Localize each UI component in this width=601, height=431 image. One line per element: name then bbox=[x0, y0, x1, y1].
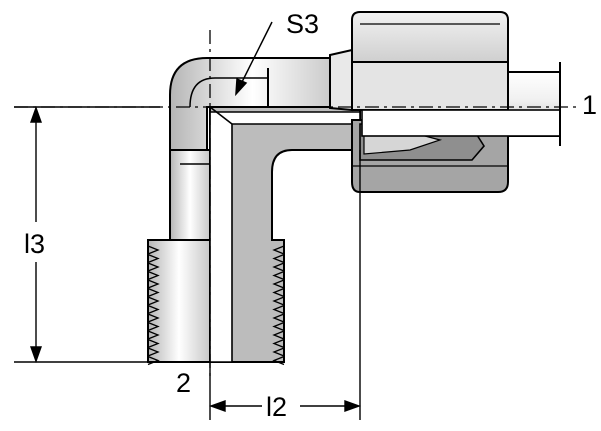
leader-s3 bbox=[235, 21, 273, 97]
l2-label-bg bbox=[262, 390, 300, 420]
l3-label-bg bbox=[22, 222, 50, 262]
label-l2: l2 bbox=[266, 392, 287, 422]
label-port-1: 1 bbox=[582, 90, 597, 120]
thread-exterior bbox=[147, 239, 211, 366]
tube-port-1 bbox=[361, 62, 561, 146]
label-l3: l3 bbox=[24, 229, 45, 259]
label-port-2: 2 bbox=[176, 368, 191, 398]
label-s3: S3 bbox=[286, 9, 319, 39]
elbow-exterior bbox=[169, 57, 336, 241]
union-nut bbox=[329, 11, 509, 193]
elbow-section bbox=[209, 106, 361, 366]
